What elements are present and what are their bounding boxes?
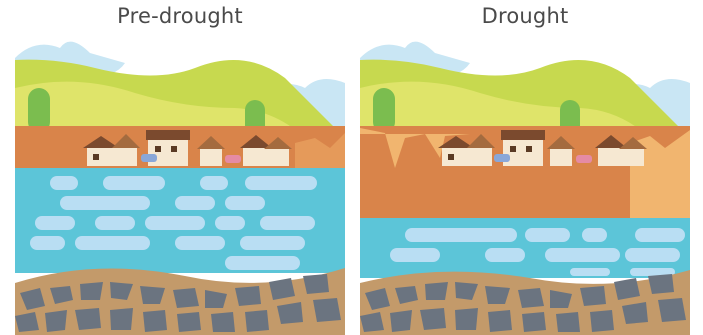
panel-title-pre-drought: Pre-drought xyxy=(117,4,243,28)
rocks xyxy=(360,274,686,332)
soil-ridge xyxy=(630,130,690,218)
soil-ridge xyxy=(295,133,345,168)
water-patches xyxy=(390,228,685,276)
soil-cracks xyxy=(360,128,470,168)
panel-title-drought: Drought xyxy=(481,4,569,28)
scene-drought xyxy=(360,41,690,335)
house xyxy=(240,135,292,166)
house xyxy=(501,130,545,166)
house xyxy=(467,134,495,166)
hill-near xyxy=(15,81,305,138)
panel-drought xyxy=(360,38,690,335)
house xyxy=(547,136,575,166)
water-patches xyxy=(30,176,317,270)
house xyxy=(595,135,647,166)
tree xyxy=(373,88,395,133)
car xyxy=(576,155,592,163)
rocks xyxy=(15,274,341,332)
car xyxy=(141,154,157,162)
scene-pre-drought xyxy=(15,41,345,335)
house xyxy=(112,134,140,166)
panel-pre-drought xyxy=(15,38,345,335)
car xyxy=(494,154,510,162)
car xyxy=(225,155,241,163)
tree xyxy=(28,88,50,133)
house xyxy=(438,136,474,166)
house xyxy=(83,136,119,166)
house xyxy=(197,136,225,166)
